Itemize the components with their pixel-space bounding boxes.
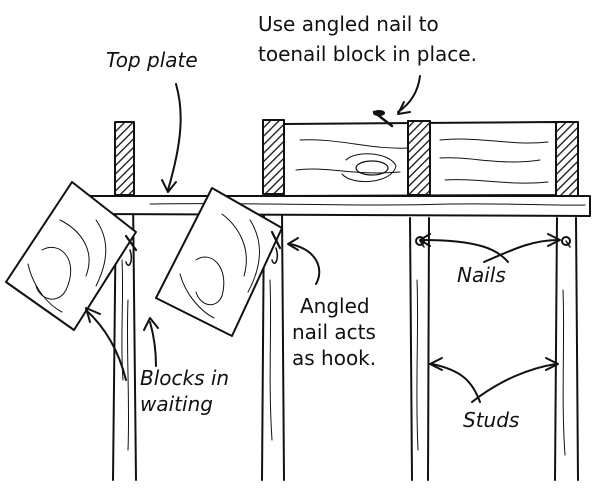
label-nails: Nails bbox=[457, 263, 506, 287]
label-top-plate: Top plate bbox=[106, 48, 198, 72]
stud-1 bbox=[112, 121, 137, 481]
label-studs: Studs bbox=[463, 408, 520, 432]
leader-top-plate bbox=[161, 83, 182, 193]
label-hook-line1: Angled bbox=[300, 294, 370, 318]
stud-2 bbox=[261, 119, 285, 481]
top-plate bbox=[89, 195, 591, 217]
label-hook-line2: nail acts bbox=[292, 320, 376, 344]
label-hook-line3: as hook. bbox=[292, 346, 377, 370]
stud-4 bbox=[554, 121, 579, 481]
leader-hook bbox=[287, 237, 321, 285]
leader-blocks bbox=[85, 307, 159, 381]
label-toenail-line2: toenail block in place. bbox=[258, 42, 477, 66]
leader-toenail bbox=[397, 75, 421, 115]
hanging-block-1 bbox=[5, 181, 138, 331]
label-blocks-line1: Blocks in bbox=[140, 366, 230, 390]
label-blocks-line2: waiting bbox=[140, 392, 213, 416]
nail-icon bbox=[372, 110, 394, 128]
nail-icon bbox=[561, 236, 571, 248]
label-toenail-line1: Use angled nail to bbox=[258, 12, 439, 36]
installed-block bbox=[283, 120, 557, 197]
leader-nails bbox=[419, 233, 561, 263]
hanging-block-2 bbox=[155, 187, 283, 337]
leader-studs bbox=[429, 357, 559, 403]
